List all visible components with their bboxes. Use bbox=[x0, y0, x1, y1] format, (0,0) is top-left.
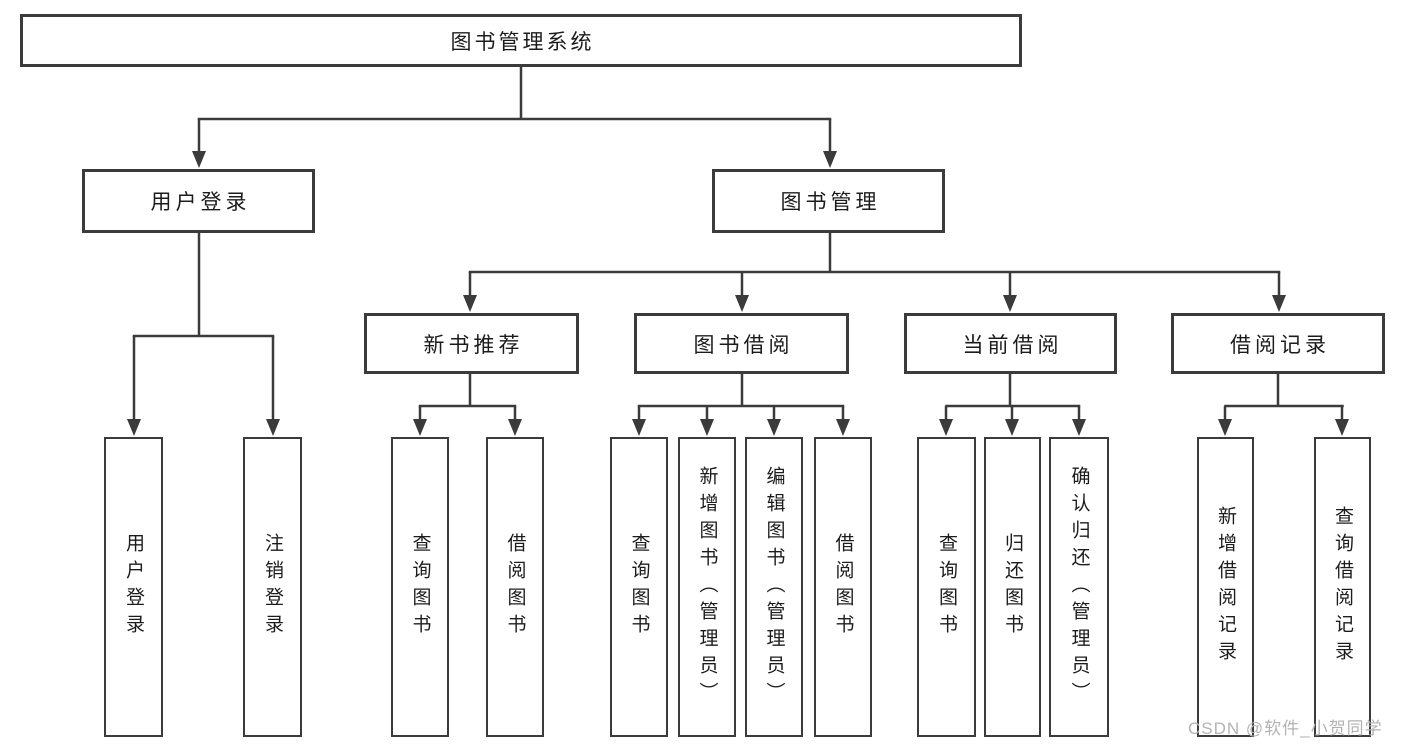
leaf-current-confirm-return-label: 确认归还（管理员） bbox=[1068, 465, 1090, 709]
node-book-management: 图书管理 bbox=[712, 169, 945, 233]
leaf-recommend-borrow-books-label: 借阅图书 bbox=[504, 533, 526, 641]
leaf-borrowing-edit-books: 编辑图书（管理员） bbox=[745, 437, 803, 737]
leaf-borrowing-edit-books-label: 编辑图书（管理员） bbox=[763, 465, 785, 709]
leaf-current-return-books: 归还图书 bbox=[984, 437, 1041, 737]
leaf-current-query-books: 查询图书 bbox=[917, 437, 976, 737]
node-new-book-recommend: 新书推荐 bbox=[364, 313, 579, 374]
node-current-borrowing: 当前借阅 bbox=[904, 313, 1117, 374]
leaf-recommend-query-books: 查询图书 bbox=[391, 437, 449, 737]
leaf-user-login-label: 用户登录 bbox=[123, 533, 144, 641]
leaf-current-confirm-return: 确认归还（管理员） bbox=[1049, 437, 1109, 737]
leaf-current-query-books-label: 查询图书 bbox=[936, 533, 957, 641]
node-borrowing-records: 借阅记录 bbox=[1171, 313, 1385, 374]
node-book-borrowing: 图书借阅 bbox=[634, 313, 849, 374]
leaf-borrowing-borrow-books-label: 借阅图书 bbox=[832, 533, 854, 641]
leaf-records-add-record-label: 新增借阅记录 bbox=[1215, 506, 1236, 668]
leaf-records-query-record: 查询借阅记录 bbox=[1314, 437, 1371, 737]
leaf-current-return-books-label: 归还图书 bbox=[1002, 533, 1023, 641]
node-root-system: 图书管理系统 bbox=[20, 14, 1022, 67]
node-user-login: 用户登录 bbox=[82, 169, 315, 233]
leaf-logout-label: 注销登录 bbox=[262, 533, 283, 641]
leaf-records-add-record: 新增借阅记录 bbox=[1197, 437, 1254, 737]
leaf-borrowing-query-books: 查询图书 bbox=[610, 437, 668, 737]
leaf-borrowing-add-books: 新增图书（管理员） bbox=[678, 437, 736, 737]
csdn-watermark: CSDN @软件_小贺同学 bbox=[1188, 719, 1383, 738]
leaf-recommend-borrow-books: 借阅图书 bbox=[486, 437, 544, 737]
leaf-borrowing-add-books-label: 新增图书（管理员） bbox=[696, 465, 718, 709]
leaf-recommend-query-books-label: 查询图书 bbox=[409, 533, 431, 641]
leaf-logout: 注销登录 bbox=[243, 437, 302, 737]
leaf-records-query-record-label: 查询借阅记录 bbox=[1332, 506, 1353, 668]
leaf-borrowing-query-books-label: 查询图书 bbox=[628, 533, 650, 641]
leaf-user-login: 用户登录 bbox=[104, 437, 163, 737]
leaf-borrowing-borrow-books: 借阅图书 bbox=[814, 437, 872, 737]
